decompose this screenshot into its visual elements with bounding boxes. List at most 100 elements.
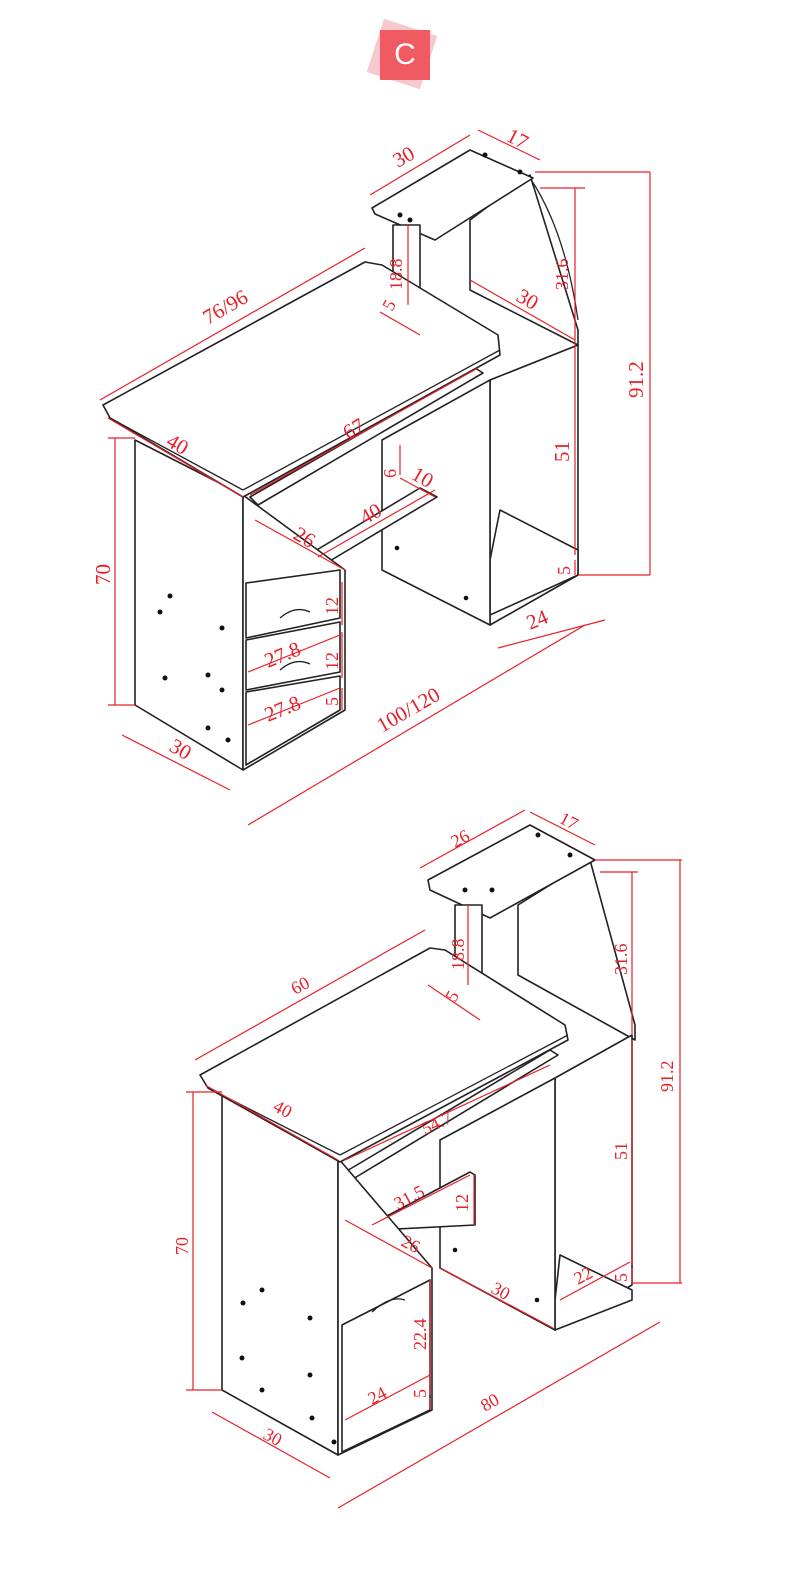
side-hole [219, 625, 225, 631]
desk-top [102, 261, 501, 498]
desk-top-edge [242, 349, 501, 491]
side-hole [219, 687, 225, 693]
dim-label-riser-height: 18.8 [386, 259, 406, 291]
desk-large-drawing: 30 17 91.2 31.6 30 51 5 24 18.8 5 76/96 … [91, 123, 651, 826]
dim-label-hutch-height: 31.6 [611, 944, 631, 976]
drawer-handle-2 [279, 660, 311, 671]
dim-label-top-width: 60 [287, 972, 312, 998]
left-pedestal-side [134, 439, 244, 771]
drawer-front-2 [245, 621, 341, 691]
dim-label-hutch-height: 31.6 [552, 259, 572, 291]
hutch-top-shelf [371, 149, 534, 241]
dim-label-tower-plinth: 5 [611, 1273, 631, 1282]
dim-line [419, 809, 526, 869]
drawer-front-1 [245, 569, 341, 639]
hutch-hole [462, 887, 468, 893]
dim-line [247, 634, 341, 673]
dim-line [529, 811, 596, 846]
dim-label-drawer-height: 22.4 [410, 1319, 430, 1351]
dim-label-tower-height: 51 [550, 441, 574, 462]
dim-line [427, 984, 481, 1021]
dim-label-plinth: 5 [322, 697, 342, 706]
side-hole [167, 593, 173, 599]
dim-line [249, 367, 479, 496]
dim-label-height: 70 [91, 564, 115, 585]
hutch-hole [535, 832, 541, 838]
dim-label-tray-height: 12 [452, 1194, 472, 1212]
side-hole [259, 1387, 265, 1393]
dim-line [254, 519, 346, 571]
dim-line [247, 624, 586, 826]
dim-label-hutch-depth: 17 [556, 808, 581, 834]
dim-line [559, 1261, 631, 1301]
badge-front-square [380, 30, 430, 80]
dim-label-tower-plinth: 5 [554, 566, 574, 575]
side-hole [259, 1287, 265, 1293]
dim-line [247, 687, 341, 726]
section-badge: C [366, 18, 440, 92]
badge-letter: C [394, 38, 416, 71]
dim-label-riser-height: 18.8 [448, 939, 468, 971]
desk-top-edge [339, 1034, 569, 1156]
desk-top-edge [109, 417, 244, 491]
dim-label-drawer-height-1: 12 [322, 597, 342, 615]
dim-line [371, 1174, 471, 1226]
side-hole [307, 1315, 313, 1321]
dim-line [439, 1267, 554, 1329]
dim-label-plinth: 5 [410, 1389, 430, 1398]
hutch-hole [567, 852, 573, 858]
back-hole [463, 595, 469, 601]
dim-label-hutch-width: 30 [389, 141, 419, 172]
hutch-top-shelf [427, 824, 596, 919]
dim-line [477, 129, 541, 161]
dim-line [99, 247, 366, 401]
hutch-hole [482, 152, 488, 158]
dim-label-side-depth: 30 [260, 1424, 285, 1450]
desk-top [199, 947, 569, 1163]
dim-label-height: 70 [172, 1237, 192, 1255]
back-hole [452, 1247, 458, 1253]
side-hole [307, 1372, 313, 1378]
side-hole [225, 737, 231, 743]
dim-label-total-width: 80 [477, 1389, 503, 1415]
dim-line [204, 1084, 339, 1161]
desk-small-drawing: 26 17 91.2 31.6 51 5 22 18.8 5 60 40 54.… [172, 808, 682, 1509]
side-hole [239, 1355, 245, 1361]
side-hole [240, 1300, 246, 1306]
dim-label-hutch-depth: 17 [503, 123, 533, 154]
side-hole [162, 675, 168, 681]
hutch-hole [489, 887, 495, 893]
dim-line [337, 1321, 661, 1509]
hutch-hole [517, 169, 523, 175]
dim-label-total-height: 91.2 [624, 361, 648, 398]
dim-line [369, 134, 471, 196]
dim-label-tower-height: 51 [611, 1142, 631, 1160]
drawer-front-3 [245, 675, 341, 766]
dim-line [194, 929, 426, 1061]
drawer-handle-1 [279, 608, 311, 619]
back-hole [534, 1297, 540, 1303]
side-hole [205, 725, 211, 731]
side-hole [331, 1439, 337, 1445]
dim-line [344, 1219, 433, 1269]
tower-shelf-edge [489, 344, 579, 381]
hutch-hole [397, 212, 403, 218]
dim-line [211, 1411, 331, 1479]
side-hole [309, 1415, 315, 1421]
dim-line [379, 311, 421, 336]
dim-label-total-width: 100/120 [373, 682, 445, 737]
dim-label-drawer-height-2: 12 [322, 652, 342, 670]
dim-label-hutch-width: 26 [447, 825, 472, 851]
dim-label-tower-width: 24 [523, 604, 552, 634]
dim-line [344, 1374, 431, 1421]
side-hole [157, 609, 163, 615]
dim-label-total-height: 91.2 [657, 1061, 677, 1093]
drawer-handle [371, 1298, 406, 1313]
back-hole [394, 545, 400, 551]
dim-label-keyboard-gap: 6 [380, 469, 400, 478]
dim-line [107, 417, 244, 498]
dim-line [469, 279, 576, 341]
dim-line [344, 1064, 551, 1161]
dim-line [121, 734, 231, 791]
hutch-hole [407, 217, 413, 223]
